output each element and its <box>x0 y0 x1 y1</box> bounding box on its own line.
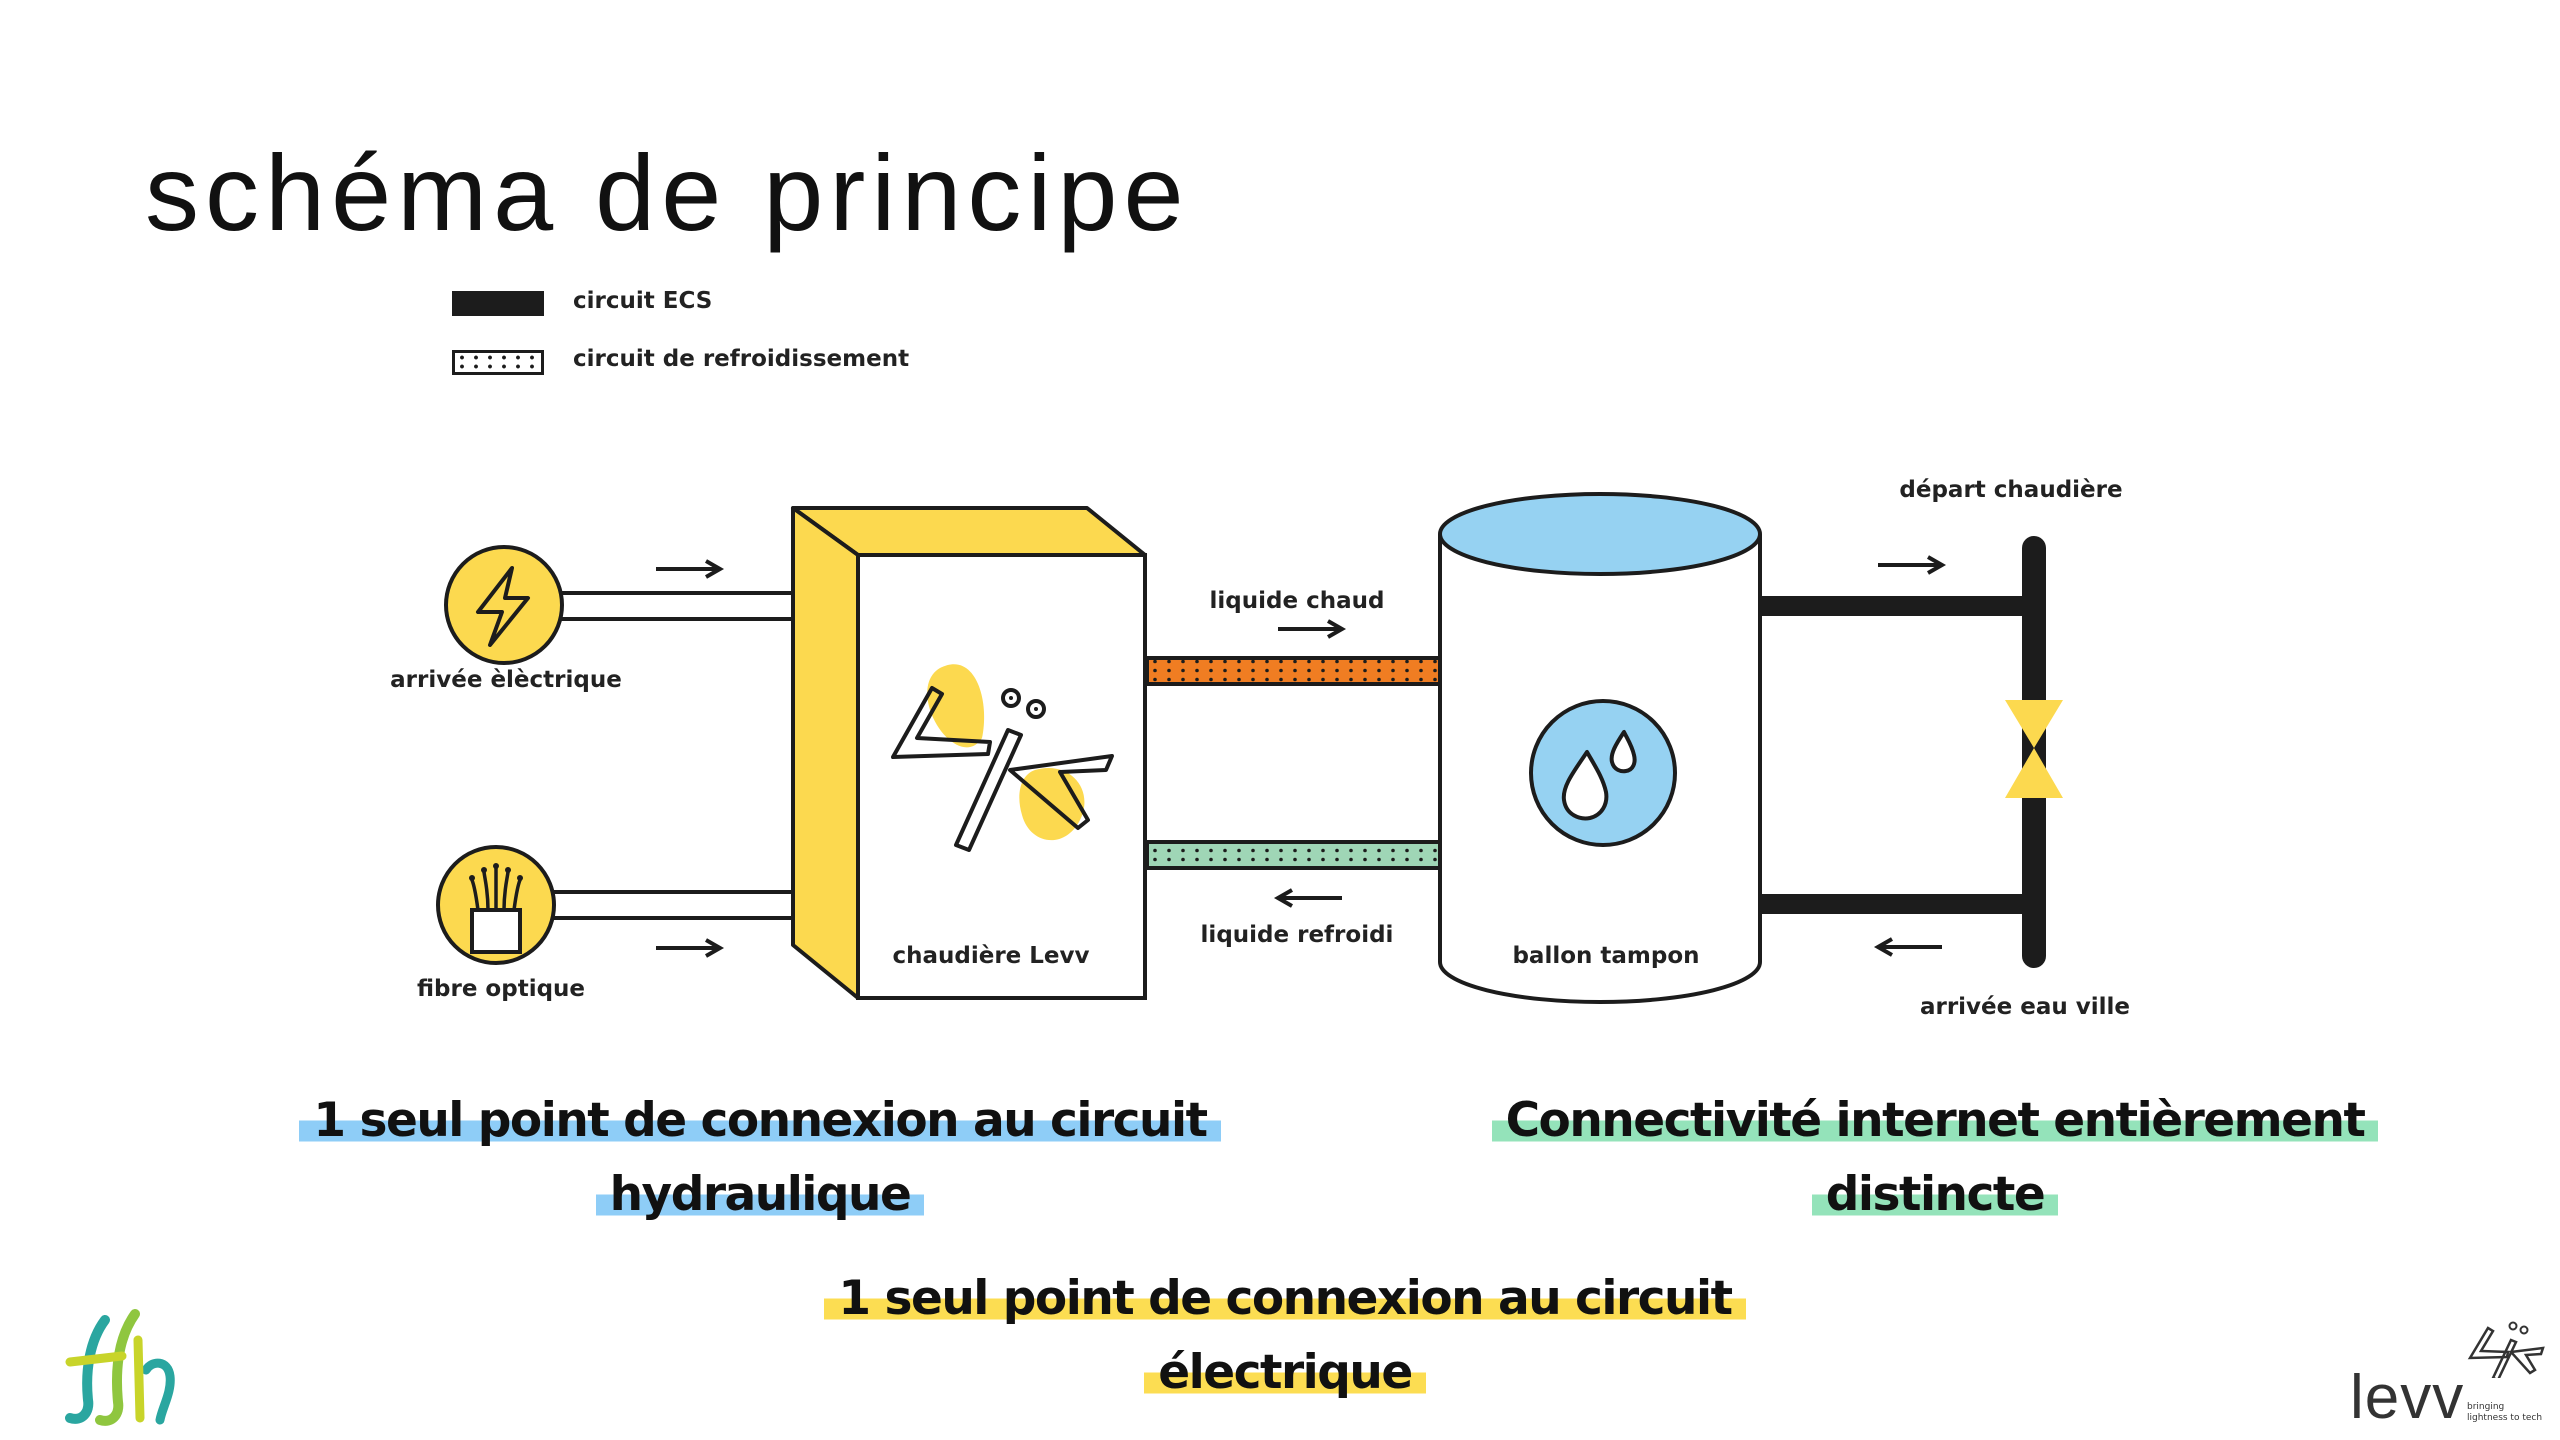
arrow-right-hot-icon <box>1278 619 1347 639</box>
hot-liquid-pipe <box>1145 656 1457 686</box>
label-boiler-out: départ chaudière <box>1899 477 2122 503</box>
arrow-right-electric-icon <box>656 559 725 579</box>
highlight-internet: Connectivité internet entièrement distin… <box>1455 1084 2415 1232</box>
page-title: schéma de principe <box>145 132 1190 253</box>
ecs-pipe-top <box>1760 596 2032 616</box>
label-cooled-liquid: liquide refroidi <box>1201 922 1394 948</box>
highlight-internet-text: Connectivité internet entièrement distin… <box>1491 1093 2379 1222</box>
arrow-right-boiler-out-icon <box>1878 555 1947 575</box>
fiber-optic-icon <box>436 845 556 965</box>
highlight-hydraulic-text: 1 seul point de connexion au circuit hyd… <box>299 1093 1221 1222</box>
legend-swatch-ecs <box>452 291 544 316</box>
label-hot-liquid: liquide chaud <box>1210 588 1385 614</box>
label-city-water-in: arrivée eau ville <box>1920 994 2130 1020</box>
label-electric-in: arrivée èlèctrique <box>390 667 622 693</box>
label-fiber: fibre optique <box>417 976 585 1002</box>
cooled-liquid-pipe <box>1145 840 1457 870</box>
legend-label-cooling: circuit de refroidissement <box>573 346 910 372</box>
levv-tagline: bringing lightness to tech <box>2467 1402 2543 1423</box>
levv-dragonfly-icon <box>891 664 1114 852</box>
ecs-pipe-bottom <box>1760 894 2032 914</box>
fsh-logo-icon <box>65 1309 175 1426</box>
fiber-cable <box>548 890 828 920</box>
arrow-left-cooled-icon <box>1273 888 1342 908</box>
highlight-electric: 1 seul point de connexion au circuit éle… <box>805 1262 1765 1410</box>
legend-swatch-cooling <box>452 350 544 375</box>
valve-icon <box>2005 700 2063 798</box>
levv-logo-text: levv <box>2350 1363 2465 1432</box>
label-boiler: chaudière Levv <box>892 943 1089 969</box>
highlight-electric-text: 1 seul point de connexion au circuit éle… <box>824 1271 1746 1400</box>
levv-logo-icon <box>2467 1321 2545 1378</box>
arrow-left-city-water-icon <box>1873 937 1942 957</box>
highlight-hydraulic: 1 seul point de connexion au circuit hyd… <box>280 1084 1240 1232</box>
arrow-right-fiber-icon <box>656 938 725 958</box>
legend-label-ecs: circuit ECS <box>573 288 713 314</box>
lightning-icon <box>444 545 564 665</box>
label-buffer-tank: ballon tampon <box>1512 943 1699 969</box>
water-drops-icon <box>1529 699 1677 847</box>
electric-cable <box>556 591 828 621</box>
